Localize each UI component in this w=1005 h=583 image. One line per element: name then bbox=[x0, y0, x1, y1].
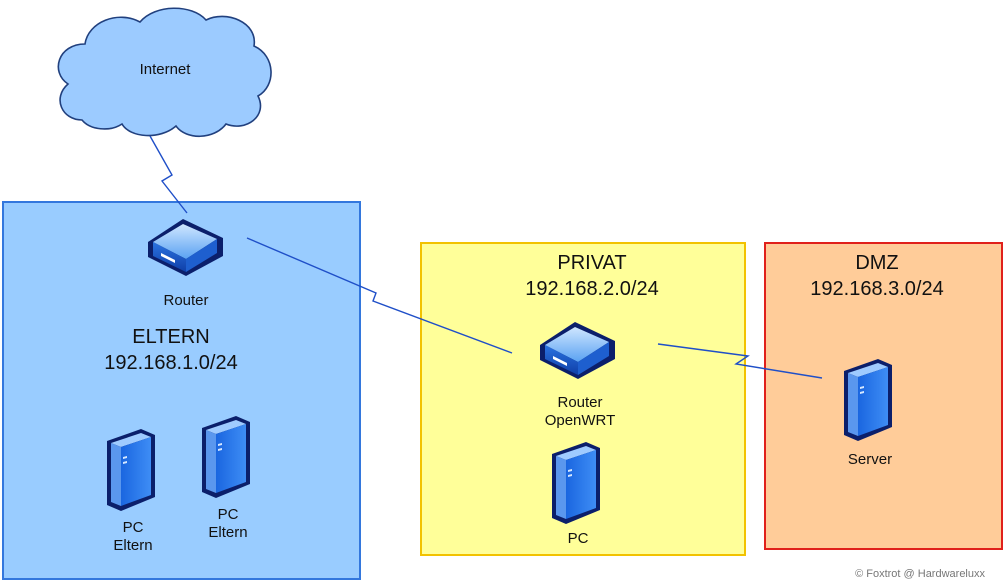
zone-eltern-title: ELTERN bbox=[132, 326, 210, 348]
link-router-openwrt bbox=[246, 237, 513, 354]
server-tower-icon bbox=[552, 442, 600, 524]
zone-privat-subnet: 192.168.2.0/24 bbox=[525, 278, 659, 300]
link-internet-router bbox=[149, 135, 188, 214]
pc-eltern-1-label-line2: Eltern bbox=[113, 537, 153, 554]
router-openwrt-label: Router OpenWRT bbox=[520, 394, 640, 430]
router-label: Router bbox=[163, 292, 209, 309]
zone-dmz-title: DMZ bbox=[855, 252, 899, 274]
cloud-icon bbox=[57, 7, 272, 137]
zone-dmz-subnet: 192.168.3.0/24 bbox=[810, 278, 944, 300]
pc-privat-label: PC bbox=[567, 530, 589, 547]
server-tower-icon bbox=[202, 416, 250, 498]
server-tower-icon bbox=[844, 359, 892, 441]
router-icon bbox=[540, 322, 615, 379]
router-openwrt-label-line1: Router bbox=[557, 394, 603, 411]
pc-eltern-1-label-line1: PC bbox=[122, 519, 144, 536]
router-icon bbox=[148, 219, 223, 276]
pc-eltern-2-label-line2: Eltern bbox=[208, 524, 248, 541]
zone-eltern-subnet: 192.168.1.0/24 bbox=[104, 352, 238, 374]
server-label: Server bbox=[847, 451, 893, 468]
zone-privat-title: PRIVAT bbox=[557, 252, 627, 274]
pc-eltern-2-label-line1: PC bbox=[217, 506, 239, 523]
router-openwrt-label-line2: OpenWRT bbox=[544, 412, 616, 429]
server-tower-icon bbox=[107, 429, 155, 511]
link-openwrt-server bbox=[657, 343, 823, 379]
pc-eltern-2-label: PC Eltern bbox=[168, 506, 288, 542]
cloud-label: Internet bbox=[139, 61, 191, 78]
copyright-text: © Foxtrot @ Hardwareluxx bbox=[855, 568, 985, 580]
pc-eltern-1-label: PC Eltern bbox=[73, 519, 193, 555]
